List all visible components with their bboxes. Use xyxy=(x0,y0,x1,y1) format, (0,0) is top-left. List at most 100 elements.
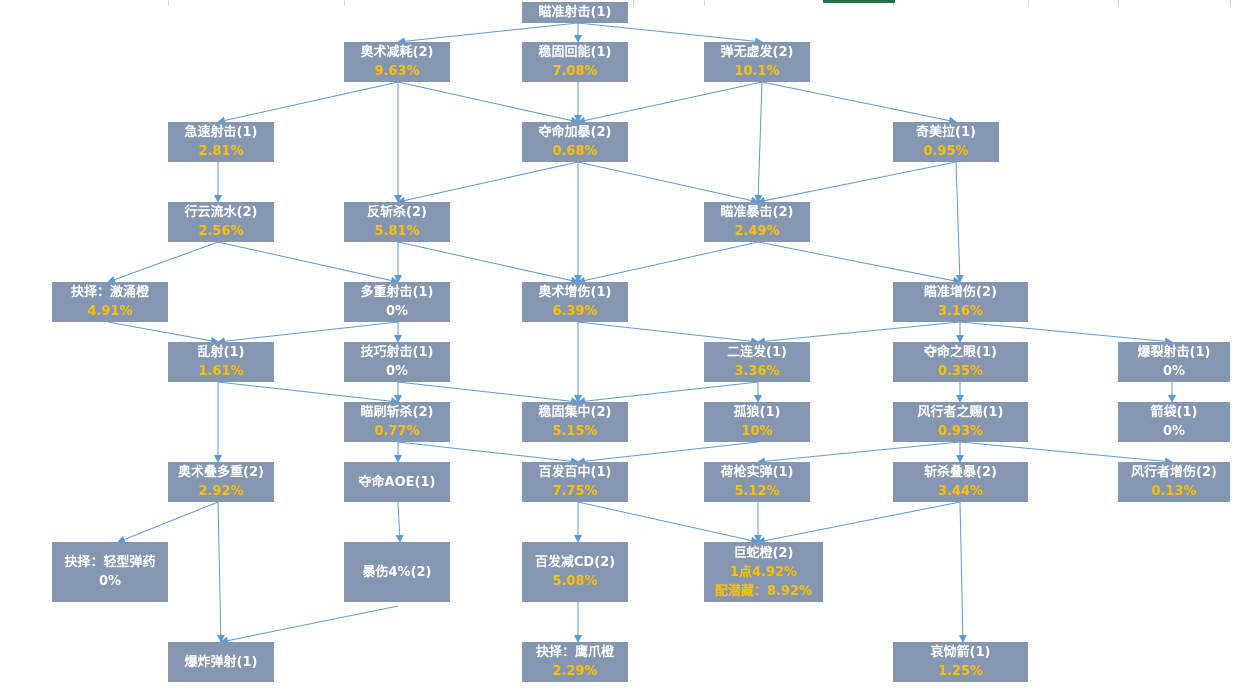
node-label: 弹无虚发(2) xyxy=(720,45,794,60)
node-label: 风行者增伤(2) xyxy=(1131,465,1217,480)
node-value: 5.15% xyxy=(552,424,598,439)
node-value: 0.35% xyxy=(937,364,984,379)
node-fxzzs: 风行者增伤(2) 0.13% xyxy=(1118,462,1230,502)
selected-cell-indicator xyxy=(823,0,895,3)
node-value: 9.63% xyxy=(374,64,420,79)
node-value: 7.75% xyxy=(552,484,598,499)
node-label: 瞄准增伤(2) xyxy=(924,285,997,300)
node-zsdb: 斩杀叠暴(2) 3.44% xyxy=(893,462,1028,502)
node-label: 百发百中(1) xyxy=(538,465,612,480)
node-label: 风行者之赐(1) xyxy=(917,405,1004,420)
node-label: 奇美拉(1) xyxy=(916,125,976,140)
node-value: 0% xyxy=(385,304,409,319)
node-dmzy: 夺命之眼(1) 0.35% xyxy=(893,342,1028,382)
node-gl: 孤狼(1) 10% xyxy=(704,402,810,442)
node-bs4: 暴伤4%(2) xyxy=(344,542,450,602)
node-value: 0.93% xyxy=(937,424,984,439)
connector-arrow xyxy=(959,441,1173,466)
node-aszs: 奥术增伤(1) 6.39% xyxy=(522,282,628,322)
node-label: 夺命之眼(1) xyxy=(924,345,997,360)
node-value: 3.16% xyxy=(937,304,984,319)
node-hqsd: 荷枪实弹(1) 5.12% xyxy=(704,462,810,502)
node-value: 5.08% xyxy=(552,574,598,589)
node-value: 10.1% xyxy=(734,64,780,79)
node-label: 多重射击(1) xyxy=(360,285,434,300)
node-label: 反斩杀(2) xyxy=(367,205,427,220)
node-label: 二连发(1) xyxy=(727,345,787,360)
node-jsc: 巨蛇橙(2) 1点4.92% 配潜藏：8.92% xyxy=(704,542,823,602)
node-label: 行云流水(2) xyxy=(184,205,258,220)
node-label: 箭袋(1) xyxy=(1150,405,1198,420)
node-value: 0% xyxy=(1162,364,1186,379)
node-xyls: 行云流水(2) 2.56% xyxy=(168,202,274,242)
node-label: 抉择：轻型弹药 xyxy=(64,555,156,570)
node-mzbj: 瞄准暴击(2) 2.49% xyxy=(704,202,810,242)
node-value: 2.56% xyxy=(198,224,244,239)
node-jzjy: 抉择：激涌橙 4.91% xyxy=(52,282,168,322)
node-value: 2.49% xyxy=(734,224,780,239)
node-jssj: 急速射击(1) 2.81% xyxy=(168,122,274,162)
node-value: 0.77% xyxy=(374,424,420,439)
connector-arrow xyxy=(757,441,961,466)
node-value: 2.81% xyxy=(198,144,244,159)
connector-arrow xyxy=(577,22,763,46)
node-label: 孤狼(1) xyxy=(733,405,781,420)
connector-arrow xyxy=(577,321,759,346)
node-value: 0% xyxy=(385,364,409,379)
node-jzyz: 抉择：鹰爪橙 2.29% xyxy=(522,642,628,682)
node-label: 哀恸箭(1) xyxy=(930,645,991,660)
node-label: 急速射击(1) xyxy=(184,125,258,140)
node-jd: 箭袋(1) 0% xyxy=(1118,402,1230,442)
node-label: 瞄准射击(1) xyxy=(538,5,612,20)
connector-arrow xyxy=(397,381,579,406)
node-label: 夺命加暴(2) xyxy=(538,125,612,140)
node-label: 爆炸弹射(1) xyxy=(184,654,258,670)
node-value: 4.91% xyxy=(87,304,133,319)
connector-arrow xyxy=(958,501,967,643)
node-label: 稳固集中(2) xyxy=(538,405,612,420)
connector-arrow xyxy=(117,501,219,544)
node-label: 稳固回能(1) xyxy=(538,45,612,60)
node-label: 抉择：鹰爪橙 xyxy=(535,645,614,660)
connector-arrow xyxy=(397,241,579,285)
node-jqsj: 技巧射击(1) 0% xyxy=(344,342,450,382)
node-label: 夺命AOE(1) xyxy=(358,474,436,490)
node-ls: 乱射(1) 1.61% xyxy=(168,342,274,382)
node-msnzs: 瞄刷斩杀(2) 0.77% xyxy=(344,402,450,442)
connector-arrow xyxy=(397,161,579,205)
connector-arrow xyxy=(757,321,961,346)
connector-arrow xyxy=(217,381,399,406)
node-value: 2.92% xyxy=(198,484,244,499)
connector-arrow xyxy=(757,501,961,545)
node-value: 0% xyxy=(98,574,122,589)
node-bfbz: 百发百中(1) 7.75% xyxy=(522,462,628,502)
connector-arrow xyxy=(577,161,759,205)
node-value: 0.95% xyxy=(923,144,969,159)
node-bzdt: 爆炸弹射(1) xyxy=(168,642,274,682)
connector-arrow xyxy=(577,241,759,285)
node-wgjz: 稳固集中(2) 5.15% xyxy=(522,402,628,442)
node-wghn: 稳固回能(1) 7.08% xyxy=(522,42,628,82)
connector-arrow xyxy=(959,321,1173,346)
connector-arrow xyxy=(107,241,219,284)
connector-arrow xyxy=(757,161,957,205)
node-label: 乱射(1) xyxy=(197,345,245,360)
connector-arrow xyxy=(577,441,759,466)
node-label: 百发减CD(2) xyxy=(534,555,616,570)
connector-arrow xyxy=(217,321,399,346)
connector-arrow xyxy=(397,441,579,466)
node-value: 1点4.92% xyxy=(729,564,798,580)
node-fxzc: 风行者之赐(1) 0.93% xyxy=(893,402,1028,442)
node-value: 10% xyxy=(741,424,773,439)
connector-arrow xyxy=(577,501,759,545)
node-value: 2.29% xyxy=(552,664,598,679)
node-dmaoe: 夺命AOE(1) xyxy=(344,462,450,502)
node-value: 3.44% xyxy=(937,484,984,499)
node-label: 荷枪实弹(1) xyxy=(720,465,794,480)
connector-arrow xyxy=(754,81,763,203)
node-value: 0% xyxy=(1162,424,1186,439)
node-value-secondary: 配潜藏：8.92% xyxy=(714,583,813,599)
connector-arrow xyxy=(107,321,219,345)
node-value: 5.12% xyxy=(734,484,780,499)
